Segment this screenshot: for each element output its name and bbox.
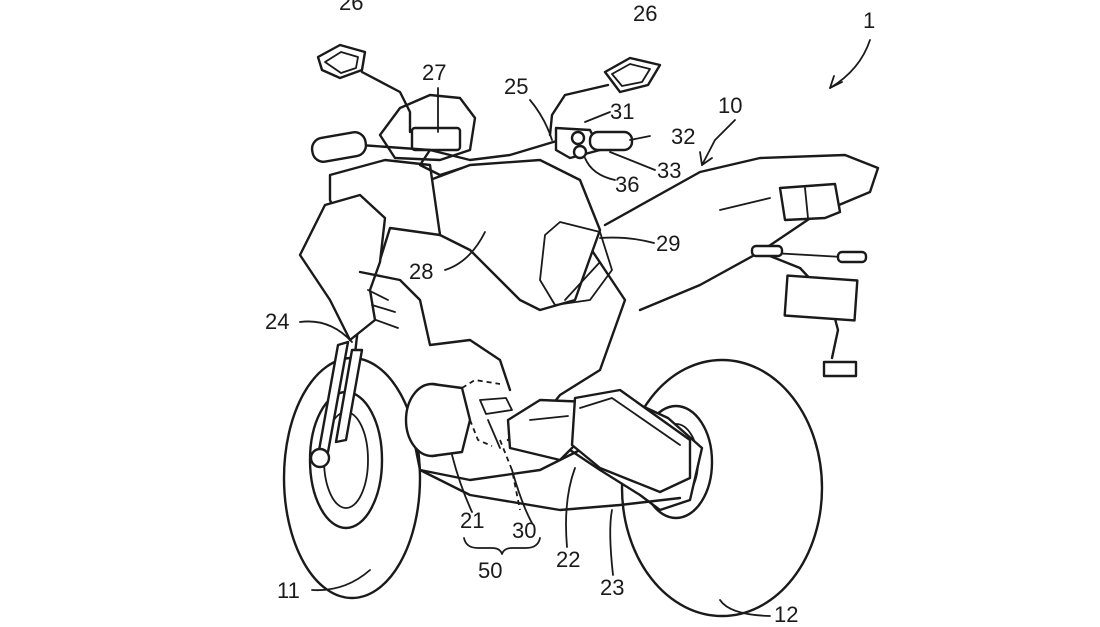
fuel-tank xyxy=(430,160,600,310)
label-36: 36 xyxy=(615,174,639,196)
label-29: 29 xyxy=(656,233,680,255)
label-33: 33 xyxy=(657,160,681,182)
front-wheel xyxy=(284,342,420,598)
label-1: 1 xyxy=(863,10,875,32)
label-24: 24 xyxy=(265,311,289,333)
label-32: 32 xyxy=(671,126,695,148)
label-21: 21 xyxy=(460,510,484,532)
label-12: 12 xyxy=(774,604,798,626)
label-10: 10 xyxy=(718,95,742,117)
label-28: 28 xyxy=(409,261,433,283)
label-11: 11 xyxy=(277,580,300,602)
label-30: 30 xyxy=(512,520,536,542)
label-31: 31 xyxy=(610,101,634,123)
label-26-left: 26 xyxy=(339,0,363,14)
exhaust-muffler xyxy=(508,390,690,492)
label-27: 27 xyxy=(422,62,446,84)
licence-plate xyxy=(752,246,866,376)
mirrors xyxy=(318,45,660,135)
label-25: 25 xyxy=(504,76,528,98)
label-23: 23 xyxy=(600,577,624,599)
label-50: 50 xyxy=(478,560,502,582)
label-26-right: 26 xyxy=(633,3,657,25)
label-22: 22 xyxy=(556,549,580,571)
